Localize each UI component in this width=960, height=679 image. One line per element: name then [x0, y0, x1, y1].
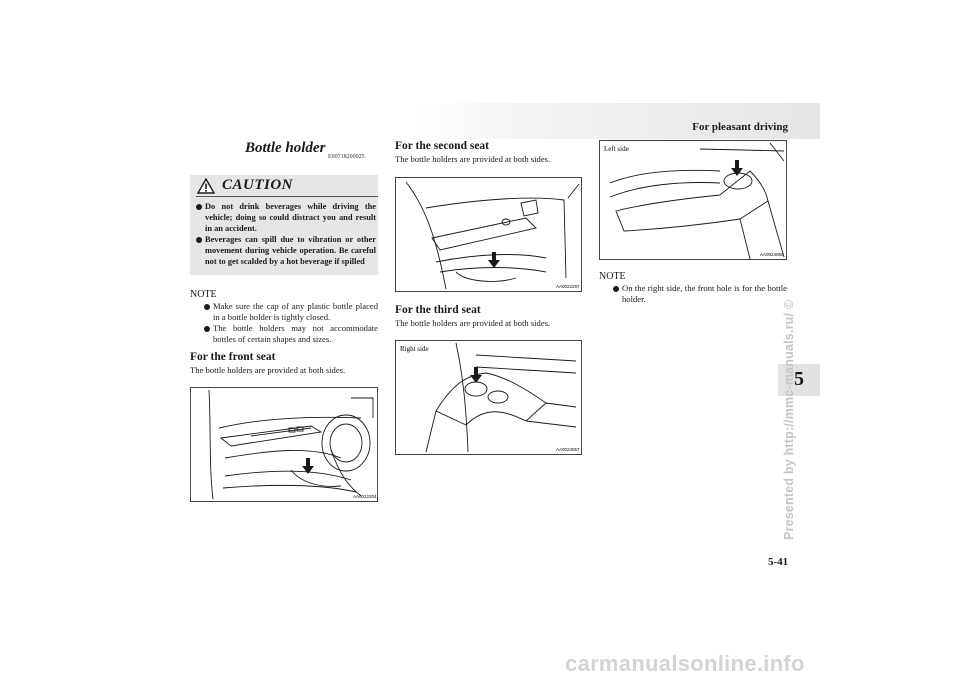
second-seat-heading: For the second seat	[395, 140, 490, 152]
note-item-text: On the right side, the front hole is for…	[622, 283, 787, 304]
caution-divider	[196, 196, 378, 197]
second-seat-text: The bottle holders are provided at both …	[395, 154, 551, 164]
note-item: Make sure the cap of any plastic bottle …	[204, 301, 378, 323]
note-item: On the right side, the front hole is for…	[613, 283, 787, 305]
section-title: Bottle holder	[245, 140, 326, 156]
bullet-icon	[204, 304, 213, 310]
third-seat-right-side-illustration: Right side AA0024057	[395, 340, 582, 455]
chapter-number: 5	[794, 368, 804, 390]
figure-code: AA0022204	[353, 494, 377, 499]
running-header: For pleasant driving	[692, 121, 788, 133]
figure-code: AA0022297	[556, 284, 580, 289]
note-item: The bottle holders may not accommodate b…	[204, 323, 378, 345]
caution-list: Do not drink beverages while driving the…	[196, 201, 376, 267]
front-seat-door-illustration: AA0022204	[190, 387, 378, 502]
caution-item: Beverages can spill due to vibration or …	[196, 234, 376, 267]
caution-item: Do not drink beverages while driving the…	[196, 201, 376, 234]
section-code: E00718200025	[328, 154, 365, 160]
note-label: NOTE	[190, 289, 217, 300]
caution-item-text: Do not drink beverages while driving the…	[205, 202, 376, 233]
third-seat-text: The bottle holders are provided at both …	[395, 318, 551, 328]
bullet-icon	[196, 237, 205, 243]
note-block: NOTE Make sure the cap of any plastic bo…	[190, 289, 378, 345]
third-seat-heading: For the third seat	[395, 304, 481, 316]
bullet-icon	[204, 326, 213, 332]
caution-title: CAUTION	[222, 177, 294, 193]
page-number: 5-41	[768, 556, 789, 568]
note-label: NOTE	[599, 271, 626, 282]
left-side-illustration: Left side AA0024060	[599, 140, 787, 260]
header-band	[414, 103, 820, 139]
caution-item-text: Beverages can spill due to vibration or …	[205, 235, 376, 266]
bullet-icon	[613, 286, 622, 292]
vertical-credit: Presented by http://mmc-manuals.ru/ ©	[782, 299, 796, 540]
note-item-text: The bottle holders may not accommodate b…	[213, 323, 378, 344]
figure-label: Left side	[604, 145, 629, 153]
watermark: carmanualsonline.info	[565, 651, 805, 676]
note-block-right: NOTE On the right side, the front hole i…	[599, 271, 787, 305]
chapter-tab	[778, 364, 820, 396]
front-seat-heading: For the front seat	[190, 351, 276, 363]
second-seat-door-illustration: AA0022297	[395, 177, 582, 292]
note-item-text: Make sure the cap of any plastic bottle …	[213, 301, 378, 322]
figure-label: Right side	[400, 345, 429, 353]
front-seat-text: The bottle holders are provided at both …	[190, 365, 346, 375]
caution-box	[190, 175, 378, 275]
figure-code: AA0024060	[760, 252, 784, 257]
bullet-icon	[196, 204, 205, 210]
figure-code: AA0024057	[556, 447, 580, 452]
warning-triangle-icon	[197, 178, 215, 194]
